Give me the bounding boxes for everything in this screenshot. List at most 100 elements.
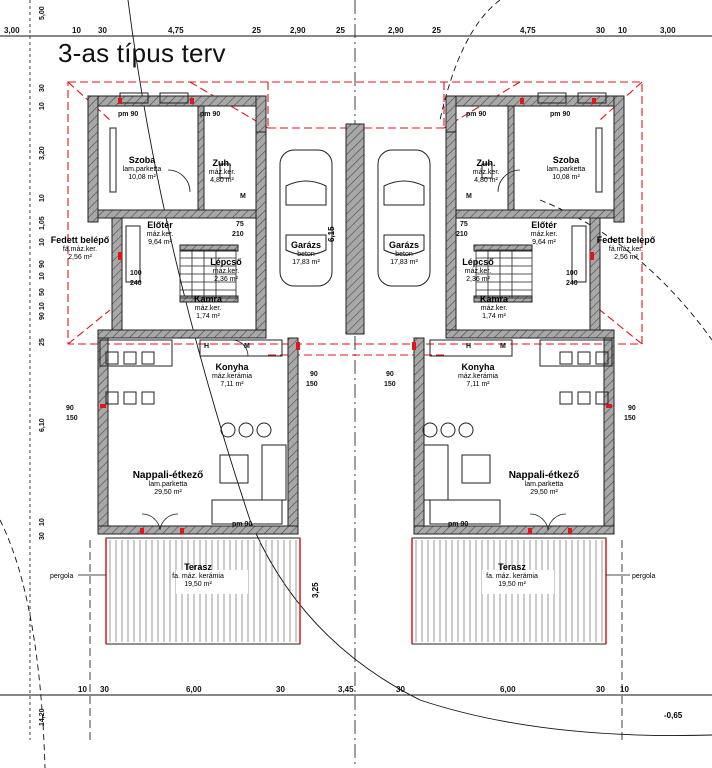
room-material: máz.ker. [531,231,558,238]
dimension-label: 25 [252,26,261,35]
room-area: 1,74 m² [196,313,220,320]
room-area: 29,50 m² [154,489,182,496]
dimension-label: 10 [72,26,81,35]
dimension-label: 3,20 [39,146,46,160]
dimension-label: 6,00 [500,685,516,694]
room-name: Fedett belépő [597,235,656,245]
dimension-label: 30 [396,685,405,694]
dimension-label: 25 [39,338,46,346]
dimension-label: 90 [39,260,46,268]
room-name: Szoba [129,155,156,165]
room-material: lam.parketta [547,166,586,173]
dimension-label: 10 [618,26,627,35]
room-area: 4,80 m² [210,177,234,184]
dimension-label: 5,00 [39,6,46,20]
opening-label: 100 [130,270,142,277]
plan-title: 3-as típus terv [58,38,226,68]
room-material: lam.parketta [525,481,564,488]
dimension-label: 30 [98,26,107,35]
room-name: Szoba [553,155,580,165]
dimension-label: 14,20 [39,708,46,726]
garage-width-label: 6,15 [327,226,336,242]
dimension-label: 10 [39,238,46,246]
dimension-label: 10 [78,685,87,694]
opening-labels: pm 90 pm 90 pm 90 pm 90 100 240 100 240 … [66,111,636,528]
opening-label: 150 [384,381,396,388]
opening-label: 90 [628,405,636,412]
dimension-label: 1,05 [39,216,46,230]
room-area: 19,50 m² [184,581,212,588]
room-name: Kamra [480,294,509,304]
dimension-label: 6,00 [186,685,202,694]
room-area: 2,36 m² [214,276,238,283]
dimension-label: 25 [336,26,345,35]
dimension-label: 3,00 [4,26,20,35]
room-material: máz.kerámia [212,373,252,380]
dimension-label: 3,45 [338,685,354,694]
room-name: Konyha [461,362,495,372]
opening-label: M [500,343,506,350]
room-name: Előtér [531,220,557,230]
room-area: 19,50 m² [498,581,526,588]
opening-label: 75 [460,221,468,228]
room-area: 1,74 m² [482,313,506,320]
room-name: Fedett belépő [51,235,110,245]
room-material: máz.ker. [481,305,508,312]
room-area: 17,83 m² [292,259,320,266]
opening-label: 150 [66,415,78,422]
opening-label: M [244,343,250,350]
dimension-label: 25 [432,26,441,35]
room-material: máz.ker. [473,169,500,176]
room-area: 9,64 m² [148,239,172,246]
room-material: máz.ker. [465,268,492,275]
left-dimension-labels: 5,0030103,20101,05109010501090256,101030… [39,6,46,726]
opening-label: pm 90 [550,111,570,118]
dimension-label: 6,10 [39,418,46,432]
opening-label: 240 [566,280,578,287]
room-material: fa. máz. kerámia [486,573,538,580]
room-area: 2,36 m² [466,276,490,283]
red-openings [100,98,612,534]
right-unit-walls [413,95,625,535]
car-right [377,149,431,287]
room-material: máz.kerámia [458,373,498,380]
room-name: Kamra [194,294,223,304]
opening-label: pm 90 [466,111,486,118]
room-area: 10,08 m² [128,174,156,181]
room-name: Lépcső [462,257,494,267]
opening-label: 90 [66,405,74,412]
right-furniture [422,92,613,525]
room-area: 17,83 m² [390,259,418,266]
dimension-label: 30 [276,685,285,694]
opening-label: pm 90 [118,111,138,118]
dimension-label: 30 [596,685,605,694]
room-name: Konyha [215,362,249,372]
room-name: Nappali-étkező [509,470,580,481]
room-name: Terasz [184,562,212,572]
dimension-label: 10 [39,272,46,280]
dimension-label: 30 [596,26,605,35]
right-stairs [475,249,533,299]
room-material: máz.ker. [147,231,174,238]
dimension-label: 2,90 [388,26,404,35]
room-material: fa. máz. kerámia [172,573,224,580]
room-area: 4,80 m² [474,177,498,184]
room-name: Zuh. [213,158,232,168]
dimension-label: 2,90 [290,26,306,35]
room-name: Garázs [291,240,321,250]
dimension-label: 30 [100,685,109,694]
left-stairs [179,249,237,299]
room-name: Garázs [389,240,419,250]
opening-label: 150 [624,415,636,422]
terrace-depth-label: 3,25 [311,582,320,598]
dimension-label: 30 [39,532,46,540]
room-name: Terasz [498,562,526,572]
left-unit-walls [87,95,299,535]
opening-label: M [240,193,246,200]
dimension-label: 3,00 [660,26,676,35]
dimension-label: 4,75 [520,26,536,35]
